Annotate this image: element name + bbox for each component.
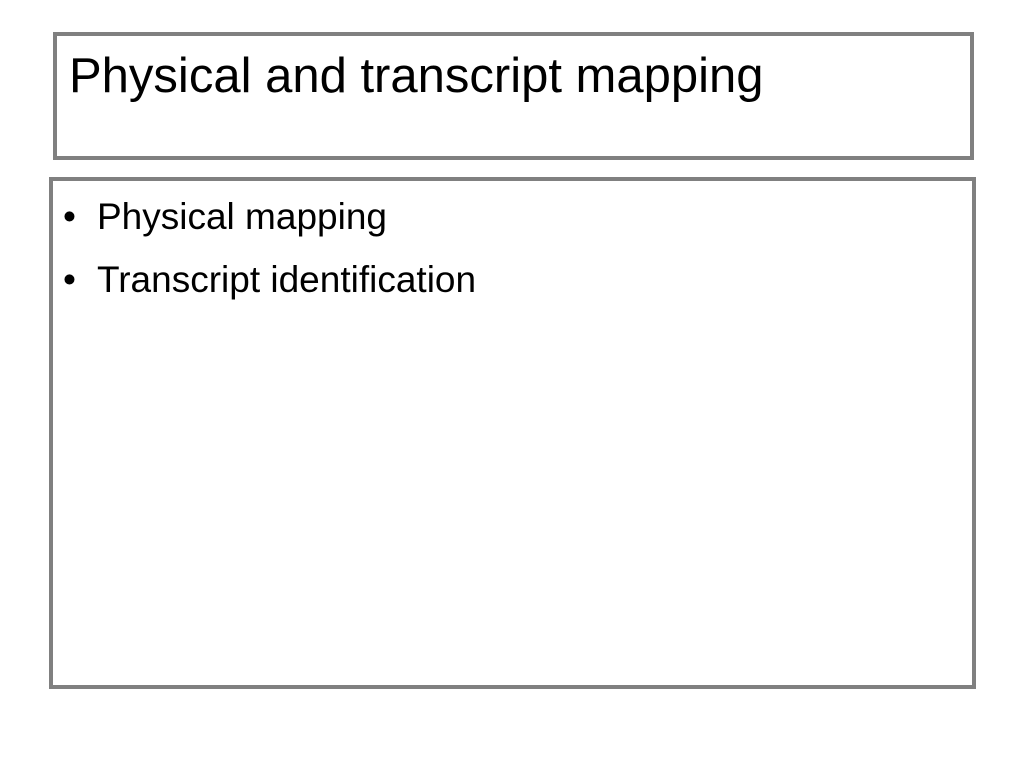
bullet-text: Transcript identification bbox=[97, 259, 477, 301]
bullet-item-transcript-identification: • Transcript identification bbox=[63, 258, 476, 302]
bullet-marker: • bbox=[63, 196, 76, 237]
slide-title: Physical and transcript mapping bbox=[69, 49, 764, 103]
title-placeholder: Physical and transcript mapping bbox=[53, 32, 974, 160]
content-placeholder: • Physical mapping • Transcript identifi… bbox=[49, 177, 976, 689]
bullet-list: • Physical mapping • Transcript identifi… bbox=[63, 195, 476, 322]
bullet-marker: • bbox=[63, 259, 76, 301]
bullet-item-physical-mapping: • Physical mapping bbox=[63, 195, 476, 239]
bullet-text: Physical mapping bbox=[97, 196, 387, 237]
